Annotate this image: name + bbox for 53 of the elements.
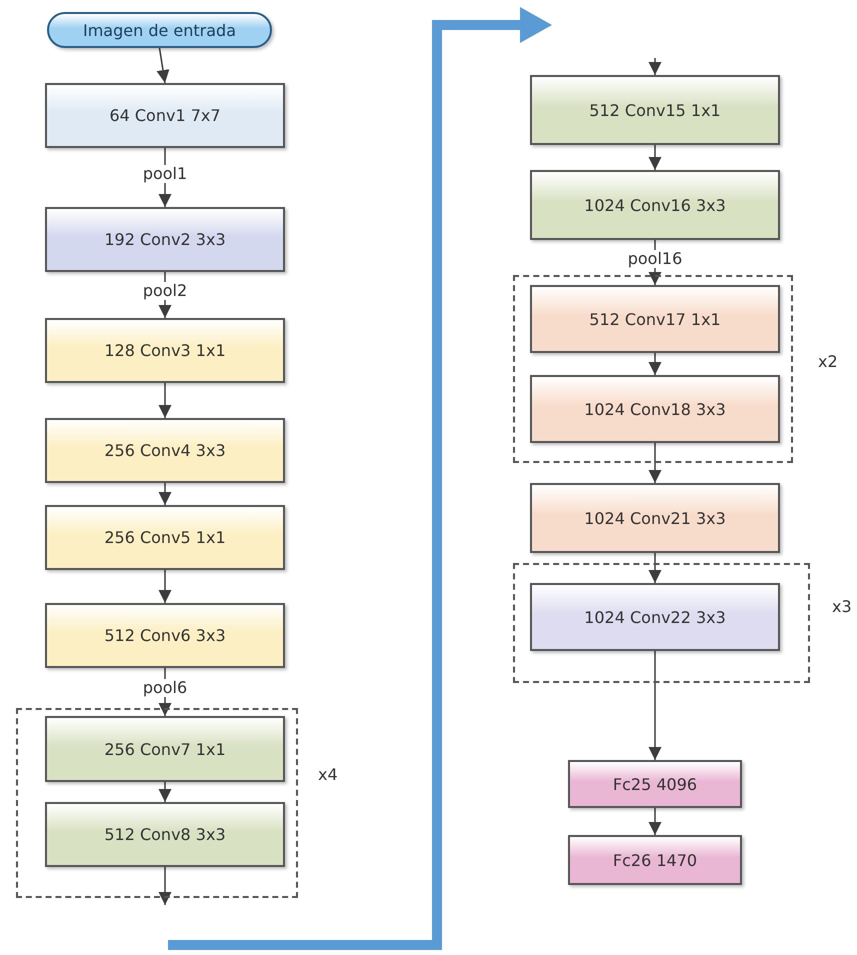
repeat-count-label: x3 (832, 597, 852, 616)
layer-box (45, 83, 285, 148)
layer-label: Fc25 4096 (612, 774, 698, 794)
arrow (648, 353, 662, 375)
layer-box (45, 318, 285, 383)
layer-label: 1024 Conv21 3x3 (584, 508, 726, 528)
arrow (648, 58, 662, 75)
arrow (158, 867, 172, 905)
layer-box (530, 375, 780, 443)
input-terminal (47, 12, 272, 48)
repeat-count-label: x2 (818, 352, 838, 371)
arrow (158, 782, 172, 802)
arrow (158, 570, 172, 603)
layer-label: 512 Conv15 1x1 (589, 100, 721, 120)
layer-label: Imagen de entrada (82, 20, 236, 40)
repeat-group-frame (513, 275, 793, 463)
layer-label: 128 Conv3 1x1 (104, 341, 226, 360)
layer-box (530, 483, 780, 553)
layer-box (530, 75, 780, 145)
layer-box (530, 285, 780, 353)
layer-label: 1024 Conv22 3x3 (584, 608, 726, 626)
arrow (156, 48, 170, 84)
layer-box (45, 418, 285, 483)
layer-box (45, 802, 285, 867)
arrow (158, 483, 172, 505)
layer-label: 192 Conv2 3x3 (104, 230, 226, 249)
layer-label: 256 Conv4 3x3 (104, 441, 226, 460)
layer-label: 512 Conv17 1x1 (589, 310, 721, 328)
layer-box (45, 207, 285, 272)
layer-box (530, 170, 780, 240)
arrow (648, 808, 662, 835)
arrow (648, 145, 662, 170)
layer-label: 1024 Conv18 3x3 (584, 400, 726, 418)
arrow (648, 443, 662, 483)
arrow (158, 383, 172, 418)
layer-label: 512 Conv6 3x3 (104, 626, 226, 645)
layer-label: 1024 Conv16 3x3 (584, 196, 726, 214)
layer-box (530, 583, 780, 651)
layer-box (45, 603, 285, 668)
repeat-group-frame (513, 563, 810, 683)
layer-label: 64 Conv1 7x7 (109, 106, 221, 125)
layer-box (45, 505, 285, 570)
layer-box (568, 760, 742, 808)
layer-label: 256 Conv7 1x1 (104, 740, 226, 758)
layer-label: 512 Conv8 3x3 (104, 825, 226, 844)
layer-box (568, 835, 742, 885)
repeat-count-label: x4 (318, 765, 338, 784)
arrow (648, 553, 662, 583)
repeat-group-frame (16, 708, 298, 898)
arrow (648, 651, 662, 760)
layer-box (45, 716, 285, 782)
layer-label: 256 Conv5 1x1 (104, 528, 226, 547)
layer-label: Fc26 1470 (612, 850, 698, 870)
